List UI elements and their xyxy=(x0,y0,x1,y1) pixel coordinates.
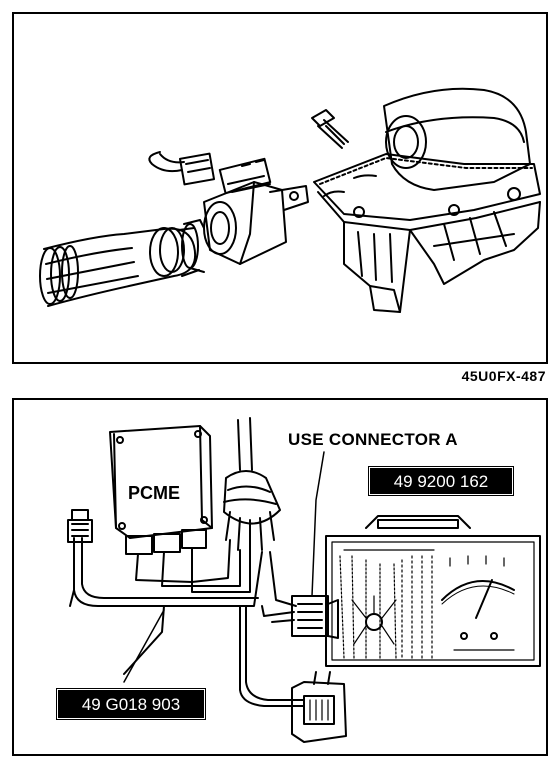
pcme-connection-diagram xyxy=(67,417,541,743)
hose-clamp xyxy=(181,219,205,273)
harness-cables xyxy=(69,537,305,707)
meter-connector-plug xyxy=(148,151,216,186)
airflow-meter xyxy=(203,157,309,265)
housing-seal-edge xyxy=(319,157,533,185)
adapter-tool-tag: 49 G018 903 xyxy=(56,688,206,720)
intake-hose xyxy=(39,227,200,307)
adapter-connector-left xyxy=(67,509,93,543)
harness-breakout xyxy=(223,417,281,553)
connector-a-label: USE CONNECTOR A xyxy=(288,430,458,449)
figure-code: 45U0FX-487 xyxy=(461,368,546,384)
connector-b xyxy=(291,671,347,743)
tester-tool-tag: 49 9200 162 xyxy=(368,466,514,496)
system-tester xyxy=(325,515,541,667)
intake-illustration xyxy=(39,87,541,313)
pcme-label: PCME xyxy=(128,483,181,503)
connector-a xyxy=(291,595,339,639)
air-cleaner-housing xyxy=(313,87,541,313)
intake-illustration-panel xyxy=(12,12,548,364)
mounting-bolt xyxy=(311,109,349,149)
connector-a-leader-line xyxy=(311,451,325,597)
adapter-leader-line xyxy=(123,609,165,683)
